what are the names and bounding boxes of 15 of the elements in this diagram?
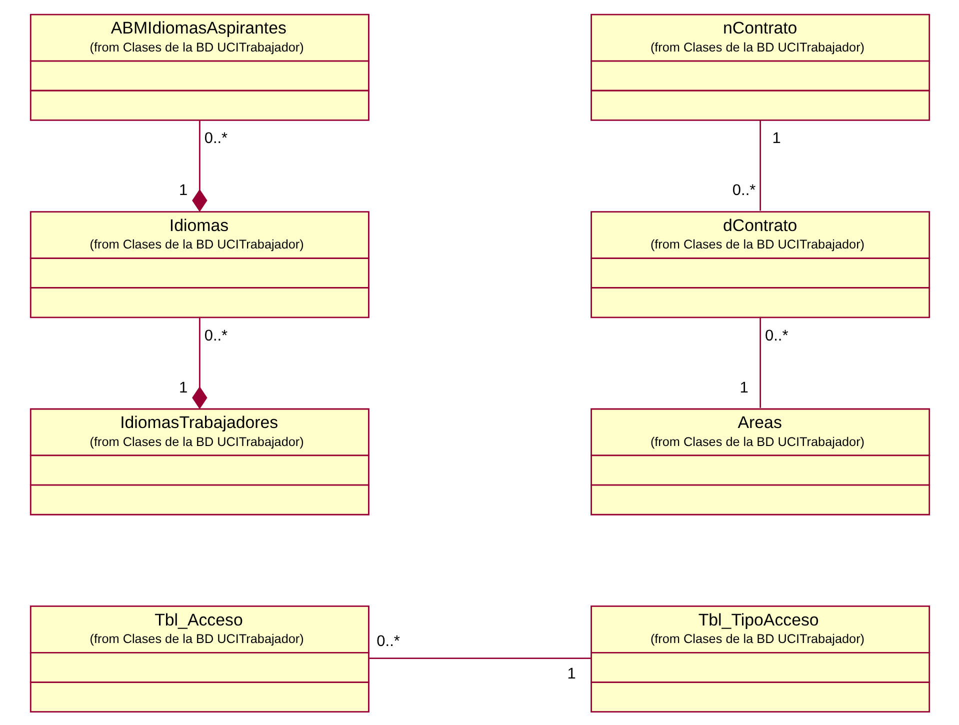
label: 1 <box>772 130 780 148</box>
connector <box>368 658 590 660</box>
label: 0..* <box>376 632 400 650</box>
label: 0..* <box>204 327 228 344</box>
connector <box>192 316 207 410</box>
label: 0..* <box>764 327 788 344</box>
connector <box>192 120 207 212</box>
label: 1 <box>178 182 188 200</box>
connector <box>759 316 761 408</box>
label: 0..* <box>732 182 756 200</box>
label: 1 <box>739 379 748 396</box>
label: 0..* <box>204 130 228 148</box>
connector <box>759 120 761 211</box>
label: 1 <box>178 379 188 396</box>
label: 1 <box>566 666 576 683</box>
